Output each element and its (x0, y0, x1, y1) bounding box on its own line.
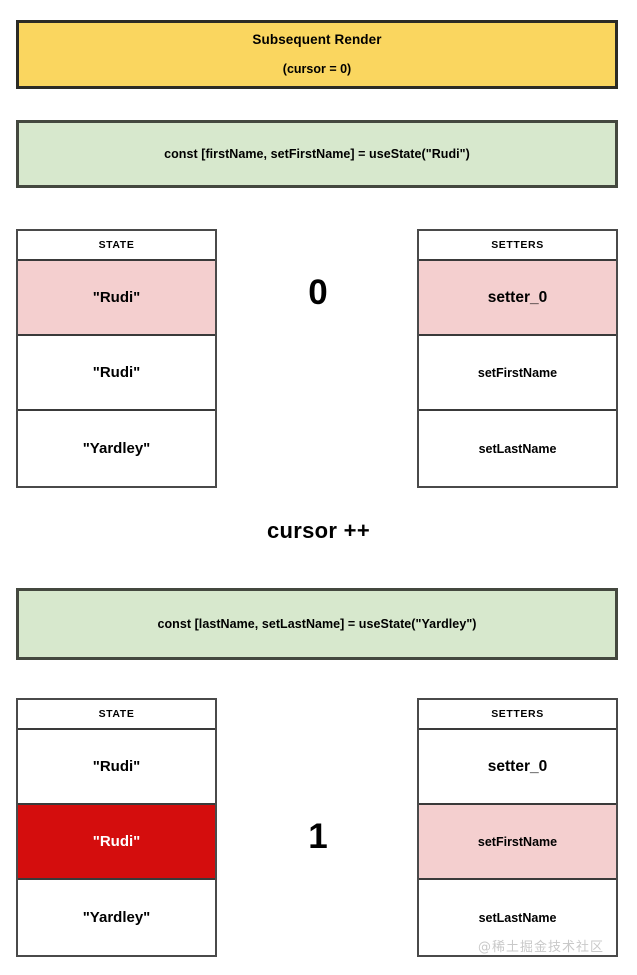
cursor-increment-label: cursor ++ (267, 518, 370, 543)
code-block-first-name: const [firstName, setFirstName] = useSta… (16, 120, 618, 188)
setters-table-step-2-header: SETTERS (419, 700, 616, 730)
table-row: setter_0 (419, 730, 616, 805)
render-header-banner: Subsequent Render (cursor = 0) (16, 20, 618, 89)
code-block-last-name: const [lastName, setLastName] = useState… (16, 588, 618, 660)
cursor-index-value-step-1: 0 (308, 273, 328, 312)
state-table-step-2-header: STATE (18, 700, 215, 730)
table-row: setLastName (419, 411, 616, 486)
setters-table-step-2: SETTERS setter_0 setFirstName setLastNam… (417, 698, 618, 957)
table-row: "Rudi" (18, 261, 215, 336)
table-row: "Yardley" (18, 411, 215, 486)
cursor-index-value-step-2: 1 (308, 817, 328, 856)
table-row: "Rudi" (18, 336, 215, 411)
setters-table-step-1-header: SETTERS (419, 231, 616, 261)
watermark-text: @稀土掘金技术社区 (478, 940, 605, 955)
code-block-last-name-text: const [lastName, setLastName] = useState… (157, 617, 477, 631)
table-row: setter_0 (419, 261, 616, 336)
state-table-step-1: STATE "Rudi" "Rudi" "Yardley" (16, 229, 217, 488)
code-block-first-name-text: const [firstName, setFirstName] = useSta… (164, 147, 470, 161)
table-row: setLastName (419, 880, 616, 955)
state-table-step-1-header: STATE (18, 231, 215, 261)
setters-table-step-1: SETTERS setter_0 setFirstName setLastNam… (417, 229, 618, 488)
table-row: "Rudi" (18, 805, 215, 880)
table-row: setFirstName (419, 805, 616, 880)
table-row: "Rudi" (18, 730, 215, 805)
render-header-title: Subsequent Render (252, 31, 382, 47)
table-row: "Yardley" (18, 880, 215, 955)
table-row: setFirstName (419, 336, 616, 411)
state-table-step-2: STATE "Rudi" "Rudi" "Yardley" (16, 698, 217, 957)
render-header-cursor-value: (cursor = 0) (282, 61, 352, 76)
